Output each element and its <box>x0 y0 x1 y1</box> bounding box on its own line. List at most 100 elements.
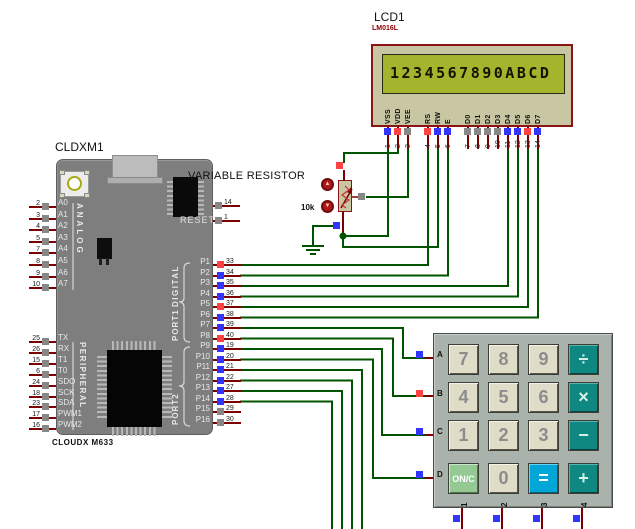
pin-terminal[interactable] <box>217 271 224 279</box>
pin-terminal[interactable] <box>42 272 49 280</box>
keypad-key[interactable]: 3 <box>528 420 559 451</box>
pin-terminal[interactable] <box>404 128 411 135</box>
pot-wiper-terminal[interactable] <box>358 193 365 200</box>
pin-terminal[interactable] <box>533 515 540 522</box>
pin-terminal[interactable] <box>42 261 49 268</box>
regulator-leg <box>106 258 109 265</box>
lcd-pin: VDD 2 <box>394 108 402 151</box>
pin-terminal[interactable] <box>217 313 224 321</box>
pin-terminal[interactable] <box>524 128 531 135</box>
pin-terminal[interactable] <box>534 128 541 135</box>
analog-pin: 5 A3 <box>29 233 99 246</box>
pin-terminal[interactable] <box>42 348 49 356</box>
pin-name: SDO <box>58 376 76 386</box>
pin-terminal[interactable] <box>217 418 224 426</box>
keypad-key[interactable]: 7 <box>448 344 479 375</box>
pin-terminal[interactable] <box>42 237 49 245</box>
pin-stub <box>527 127 529 149</box>
pin-terminal[interactable] <box>453 515 460 522</box>
keypad-key[interactable]: 2 <box>488 420 519 451</box>
pin-terminal[interactable] <box>42 425 49 433</box>
pin-terminal[interactable] <box>42 284 49 292</box>
pin-name: SCK <box>58 387 75 397</box>
pin-terminal[interactable] <box>504 128 511 135</box>
digital-pin: 40 P8 <box>200 331 259 343</box>
pin-terminal[interactable] <box>416 471 423 478</box>
pin-terminal[interactable] <box>394 128 401 135</box>
keypad-key[interactable]: ÷ <box>568 344 599 375</box>
pin-terminal[interactable] <box>217 376 224 384</box>
keypad-key[interactable]: 0 <box>488 463 519 494</box>
pin-terminal[interactable] <box>384 128 391 135</box>
pin-terminal[interactable] <box>494 128 501 135</box>
pin-number: 5 <box>435 144 442 148</box>
keypad: 7 8 9 ÷ 4 5 6 × 1 2 3 − <box>433 333 613 508</box>
pin-terminal[interactable] <box>42 381 49 389</box>
keypad-key[interactable]: 9 <box>528 344 559 375</box>
pin-terminal[interactable] <box>42 392 49 400</box>
pin-terminal[interactable] <box>416 351 423 358</box>
pin-stub <box>537 127 539 149</box>
digital-pin: 21 P11 <box>196 362 259 374</box>
pin-terminal[interactable] <box>464 128 471 135</box>
pin-terminal[interactable] <box>42 338 49 345</box>
keypad-key[interactable]: ON/C <box>448 463 479 494</box>
keypad-col-pin: 4 <box>573 503 589 523</box>
pot-bottom-terminal[interactable] <box>333 222 340 229</box>
keypad-key[interactable]: 4 <box>448 382 479 413</box>
pin-terminal[interactable] <box>416 389 423 397</box>
tactile-button[interactable] <box>59 170 90 198</box>
button-cap[interactable] <box>67 176 82 191</box>
reset-ic <box>173 177 198 217</box>
pin-terminal[interactable] <box>217 397 224 405</box>
keypad-key[interactable]: 5 <box>488 382 519 413</box>
pin-terminal[interactable] <box>215 217 222 224</box>
pin-terminal[interactable] <box>217 355 224 363</box>
pin-number: 3 <box>36 211 40 219</box>
pin-terminal[interactable] <box>474 128 481 135</box>
keypad-key[interactable]: × <box>568 382 599 413</box>
keypad-key[interactable]: 1 <box>448 420 479 451</box>
pin-name: P6 <box>200 309 210 319</box>
pin-terminal[interactable] <box>42 414 49 422</box>
pin-terminal[interactable] <box>514 128 521 135</box>
keypad-key[interactable]: + <box>568 463 599 494</box>
pin-terminal[interactable] <box>42 249 49 257</box>
pin-number: 28 <box>226 394 234 402</box>
pot-increase-button[interactable]: ▲ <box>321 178 334 191</box>
pin-terminal[interactable] <box>42 359 49 367</box>
keypad-key[interactable]: 6 <box>528 382 559 413</box>
pin-terminal[interactable] <box>217 366 224 373</box>
pin-terminal[interactable] <box>217 292 224 300</box>
pin-terminal[interactable] <box>444 128 451 135</box>
pin-terminal[interactable] <box>217 261 224 268</box>
pin-terminal[interactable] <box>217 303 224 310</box>
pin-terminal[interactable] <box>416 428 423 435</box>
pin-terminal[interactable] <box>484 128 491 135</box>
pin-terminal[interactable] <box>217 334 224 342</box>
pin-terminal[interactable] <box>424 128 431 135</box>
pin-terminal[interactable] <box>493 515 500 522</box>
pin-terminal[interactable] <box>42 370 49 378</box>
pin-terminal[interactable] <box>215 202 222 209</box>
pin-terminal[interactable] <box>217 387 224 394</box>
pin-terminal[interactable] <box>42 214 49 222</box>
pin-name: P16 <box>195 414 210 424</box>
pin-terminal[interactable] <box>42 403 49 411</box>
pot-decrease-button[interactable]: ▼ <box>321 200 334 213</box>
pin-terminal[interactable] <box>434 128 441 135</box>
pin-terminal[interactable] <box>217 324 224 331</box>
pin-terminal[interactable] <box>573 515 580 522</box>
lcd-pin: RS 4 <box>424 114 432 151</box>
pin-terminal[interactable] <box>217 408 224 415</box>
pin-number: 9 <box>485 144 492 148</box>
digital-pin: 27 P13 <box>196 383 259 395</box>
pin-terminal[interactable] <box>217 345 224 352</box>
keypad-key[interactable]: = <box>528 463 559 494</box>
pin-terminal[interactable] <box>42 203 49 210</box>
keypad-key[interactable]: − <box>568 420 599 451</box>
pin-terminal[interactable] <box>42 226 49 234</box>
pot-top-terminal[interactable] <box>336 162 343 169</box>
keypad-key[interactable]: 8 <box>488 344 519 375</box>
pin-terminal[interactable] <box>217 282 224 289</box>
